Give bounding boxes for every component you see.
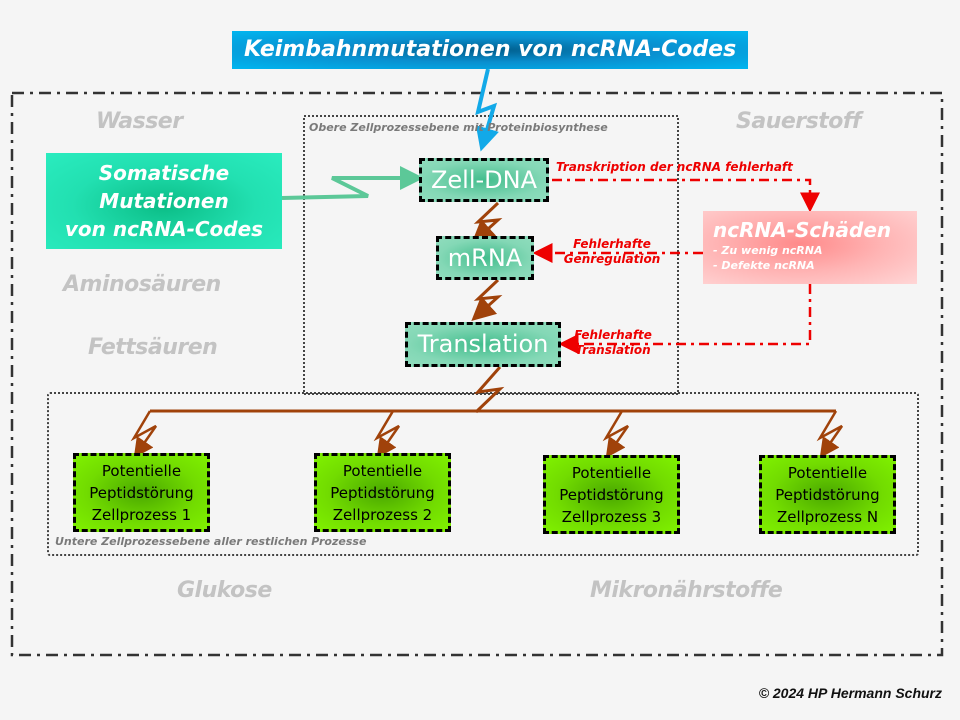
- genregulation-line-2: Genregulation: [563, 252, 661, 266]
- copyright: © 2024 HP Hermann Schurz: [758, 685, 942, 701]
- process-n-line-1: Potentielle: [787, 464, 868, 482]
- node-zell-dna-label: Zell-DNA: [430, 166, 538, 194]
- process-3-line-1: Potentielle: [571, 464, 652, 482]
- node-translation: Translation: [405, 322, 561, 367]
- genregulation-line-1: Fehlerhafte: [573, 237, 651, 251]
- transkription-error-path: [552, 178, 820, 213]
- node-zell-dna: Zell-DNA: [419, 158, 549, 202]
- process-1-line-2: Peptidstörung: [89, 484, 194, 502]
- process-box-1: Potentielle Peptidstörung Zellprozess 1: [73, 453, 210, 532]
- process-1-line-1: Potentielle: [101, 462, 182, 480]
- process-1-line-3: Zellprozess 1: [91, 506, 192, 524]
- bg-word-sauerstoff: Sauerstoff: [736, 109, 862, 134]
- mrna-translation-lightning: [471, 278, 503, 322]
- keimbahn-lightning: [475, 68, 499, 152]
- keimbahn-label: Keimbahnmutationen von ncRNA-Codes: [244, 37, 737, 62]
- somatic-mutations-box: Somatische Mutationen von ncRNA-Codes: [46, 153, 282, 249]
- genregulation-error-label: Fehlerhafte Genregulation: [560, 237, 664, 267]
- process-box-n: Potentielle Peptidstörung Zellprozess N: [759, 455, 896, 534]
- process-box-3: Potentielle Peptidstörung Zellprozess 3: [543, 455, 680, 534]
- transkription-error-label: Transkription der ncRNA fehlerhaft: [556, 160, 793, 174]
- dna-mrna-lightning: [471, 201, 503, 245]
- bg-word-fettsaeuren: Fettsäuren: [88, 335, 218, 360]
- node-translation-label: Translation: [417, 330, 549, 358]
- bus-lightning-2: [373, 410, 401, 459]
- ncrna-damage-box: ncRNA-Schäden - Zu wenig ncRNA - Defekte…: [703, 211, 917, 284]
- bg-word-mikronaehrstoffe: Mikronährstoffe: [590, 578, 783, 603]
- somatic-line-2: Mutationen: [99, 189, 229, 213]
- process-2-line-2: Peptidstörung: [330, 484, 435, 502]
- damage-title: ncRNA-Schäden: [713, 218, 892, 242]
- bus-lightning-N: [816, 410, 844, 459]
- process-2-line-1: Potentielle: [342, 462, 423, 480]
- translation-error-line-1: Fehlerhafte: [574, 328, 652, 342]
- translation-bus-lightning: [474, 366, 505, 414]
- translation-error-line-2: Translation: [575, 343, 651, 357]
- process-3-line-3: Zellprozess 3: [561, 508, 662, 526]
- keimbahn-banner: Keimbahnmutationen von ncRNA-Codes: [232, 31, 748, 69]
- process-n-line-3: Zellprozess N: [776, 508, 879, 526]
- translation-error-path: [558, 284, 812, 354]
- somatic-lightning: [281, 166, 424, 200]
- lower-zone-border: [47, 392, 919, 556]
- somatic-line-1: Somatische: [98, 161, 230, 185]
- node-mrna-label: mRNA: [447, 244, 523, 272]
- node-mrna: mRNA: [436, 236, 534, 280]
- damage-item-2: - Defekte ncRNA: [713, 259, 815, 272]
- bus-lightning-1: [130, 410, 158, 459]
- process-box-2: Potentielle Peptidstörung Zellprozess 2: [314, 453, 451, 532]
- process-n-line-2: Peptidstörung: [775, 486, 880, 504]
- upper-zone-border: [303, 115, 679, 395]
- damage-item-1: - Zu wenig ncRNA: [713, 244, 823, 257]
- bg-word-wasser: Wasser: [96, 109, 183, 134]
- bus-lightning-3: [602, 410, 630, 459]
- upper-zone-label: Obere Zellprozessebene mit Proteinbiosyn…: [309, 121, 608, 134]
- outer-frame: [10, 91, 944, 657]
- process-3-line-2: Peptidstörung: [559, 486, 664, 504]
- somatic-line-3: von ncRNA-Codes: [64, 217, 264, 241]
- bg-word-glukose: Glukose: [177, 578, 272, 603]
- process-2-line-3: Zellprozess 2: [332, 506, 433, 524]
- lower-zone-label: Untere Zellprozessebene aller restlichen…: [55, 535, 367, 548]
- bg-word-aminosaeuren: Aminosäuren: [63, 272, 221, 297]
- translation-error-label: Fehlerhafte Translation: [570, 328, 656, 358]
